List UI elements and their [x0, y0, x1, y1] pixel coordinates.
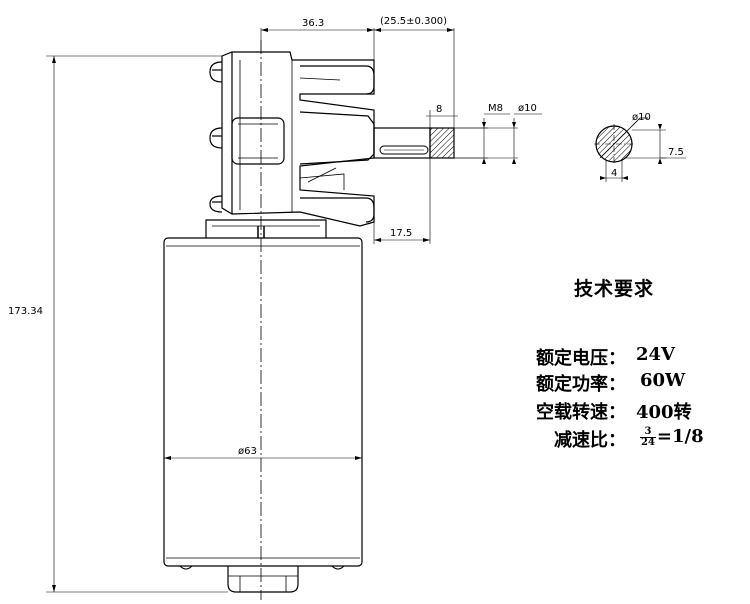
spec-row-speed: 空载转速： 400转: [530, 398, 710, 424]
spec-value-speed: 400转: [636, 402, 692, 423]
screw-mid: [209, 127, 223, 149]
screw-bottom: [209, 195, 223, 213]
dim-m8: M8: [488, 103, 503, 114]
spec-label-ratio: 减速比：: [554, 430, 626, 451]
spec-row-power: 额定功率： 60W: [530, 370, 710, 396]
gearbox: [209, 51, 375, 227]
spec-value-voltage: 24V: [636, 344, 676, 365]
ratio-value-suffix: =1/8: [656, 426, 704, 447]
spec-label-speed: 空载转速：: [536, 402, 626, 423]
dimension-lines: [46, 28, 542, 593]
dim-36-3: 36.3: [302, 18, 324, 29]
spec-row-ratio: 减速比： 3 24 =1/8: [530, 426, 720, 452]
spec-label-power: 额定功率：: [536, 374, 626, 395]
dim-17-5: 17.5: [390, 228, 412, 239]
requirements-title: 技术要求: [574, 278, 655, 300]
dim-phi63: ø63: [238, 446, 257, 457]
dim-4: 4: [611, 168, 617, 179]
spec-value-ratio: 3 24 =1/8: [640, 426, 704, 448]
spec-value-power: 60W: [640, 370, 686, 391]
ratio-fraction: 3 24: [640, 426, 656, 448]
dim-phi10-shaft: ø10: [518, 103, 537, 114]
output-shaft: [373, 127, 455, 159]
ratio-fraction-numerator: 3: [640, 426, 656, 438]
dim-phi10-section: ø10: [632, 112, 651, 123]
shaft-cross-section: [594, 117, 686, 182]
spec-label-voltage: 额定电压：: [536, 348, 626, 369]
motor-body: [163, 219, 363, 593]
dim-173-34: 173.34: [8, 306, 43, 317]
motor-can: [163, 237, 363, 567]
dimension-labels: 36.3 (25.5±0.300) 8 M8 ø10 ø10 7.5 4 17.…: [8, 16, 684, 457]
ratio-fraction-denominator: 24: [641, 436, 655, 448]
spec-row-voltage: 额定电压： 24V: [530, 344, 710, 370]
dim-8: 8: [436, 104, 442, 115]
dim-7-5: 7.5: [668, 147, 684, 158]
dimension-arrows: [52, 28, 662, 592]
dim-25-5: (25.5±0.300): [380, 16, 447, 27]
screw-top: [209, 61, 223, 83]
